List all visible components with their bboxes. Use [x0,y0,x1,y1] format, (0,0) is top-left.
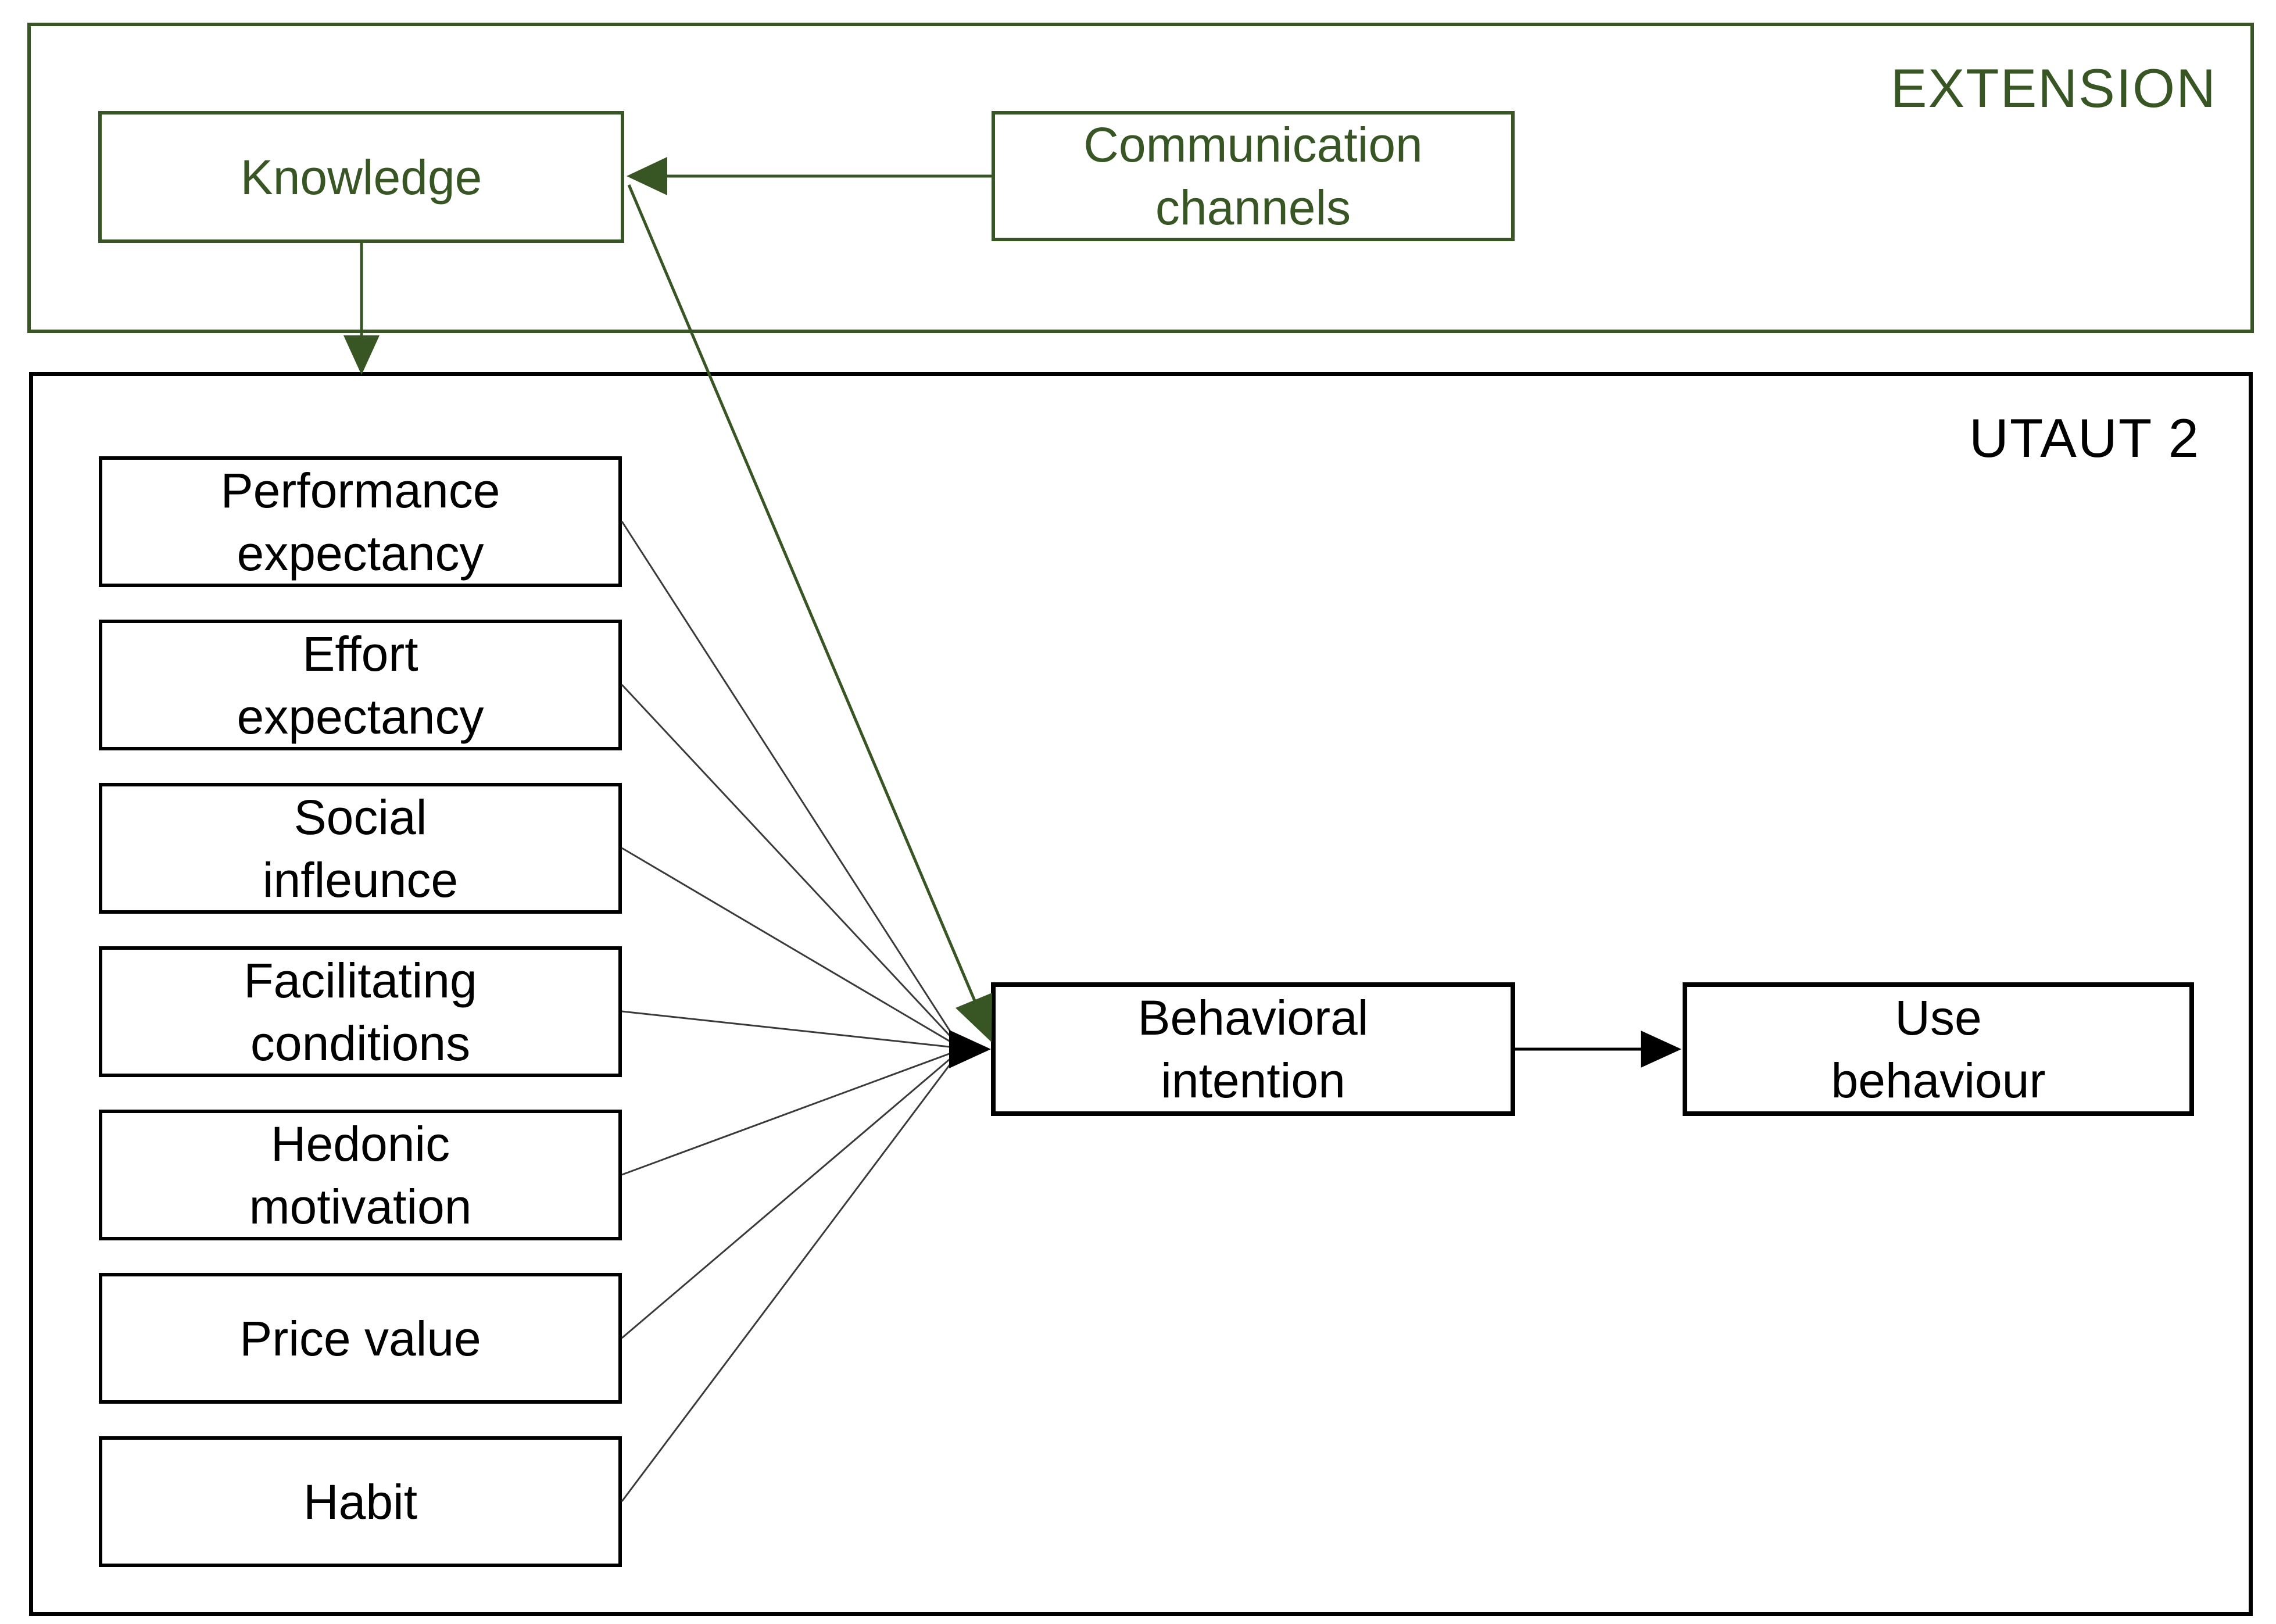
node-effort-expectancy-line1: Effort [302,626,418,681]
node-social-influence-line2: infleunce [262,852,459,907]
node-social-influence-line1: Social [294,789,427,845]
node-knowledge-label: Knowledge [240,149,482,205]
node-performance-expectancy-line1: Performance [220,463,500,518]
node-behavioral-intention-line2: intention [1161,1053,1345,1108]
arrow-knowledge-to-utaut-head [343,335,380,375]
extension-section-label: EXTENSION [1890,58,2217,119]
node-knowledge: Knowledge [98,111,624,243]
node-facilitating-conditions-line2: conditions [250,1015,471,1071]
utaut2-section-label: UTAUT 2 [1969,407,2200,468]
node-price-value-label: Price value [239,1311,481,1366]
node-hedonic-motivation-line1: Hedonic [270,1116,450,1171]
node-behavioral-intention-line1: Behavioral [1137,990,1369,1045]
node-performance-expectancy-line2: expectancy [237,525,484,581]
node-hedonic-motivation: Hedonic motivation [99,1110,622,1240]
node-communication-channels-label-line1: Communication [1083,117,1423,172]
node-effort-expectancy: Effort expectancy [99,620,622,750]
extension-section-frame [27,23,2254,333]
node-hedonic-motivation-line2: motivation [249,1179,472,1234]
node-use-behaviour-line1: Use [1895,990,1982,1045]
utaut2-section-frame [29,372,2253,1616]
node-facilitating-conditions: Facilitating conditions [99,946,622,1077]
node-behavioral-intention: Behavioral intention [991,982,1515,1116]
node-effort-expectancy-line2: expectancy [237,689,484,744]
node-use-behaviour-line2: behaviour [1831,1053,2046,1108]
node-communication-channels: Communication channels [992,111,1515,241]
node-habit-label: Habit [303,1474,418,1529]
node-facilitating-conditions-line1: Facilitating [244,953,477,1008]
node-price-value: Price value [99,1273,622,1404]
node-communication-channels-label-line2: channels [1155,180,1351,235]
node-habit: Habit [99,1436,622,1567]
node-performance-expectancy: Performance expectancy [99,456,622,587]
node-use-behaviour: Use behaviour [1683,982,2194,1116]
node-social-influence: Social infleunce [99,783,622,914]
